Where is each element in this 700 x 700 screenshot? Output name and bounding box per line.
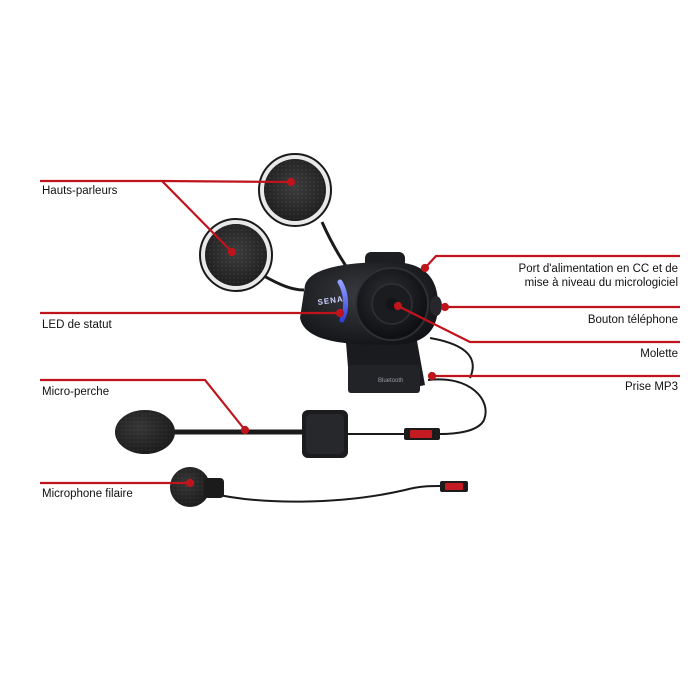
label-speakers: Hauts-parleurs (42, 185, 118, 197)
label-boom-mic: Micro-perche (42, 386, 110, 398)
label-jog-dial: Molette (640, 348, 678, 360)
label-wired-mic: Microphone filaire (42, 488, 133, 500)
brand-logo: SENA (317, 294, 344, 307)
callout-line-dc-port (424, 254, 680, 269)
cables (209, 337, 487, 503)
label-dc-port-line1: Port d'alimentation en CC et de (518, 263, 678, 275)
callout-line-boom-mic (40, 378, 246, 431)
boom-connector (404, 428, 440, 440)
speaker-bottom (199, 218, 305, 292)
callout-line-speakers-2 (161, 179, 292, 184)
wired-mic-connector (440, 481, 468, 492)
label-mp3-jack: Prise MP3 (624, 381, 678, 393)
boom-microphone (115, 410, 348, 458)
label-dc-port-line2: mise à niveau du micrologiciel (524, 277, 678, 289)
speaker-top (258, 153, 354, 276)
callout-lines (40, 177, 680, 488)
wired-microphone (170, 467, 224, 507)
callout-line-jog-dial (397, 305, 680, 344)
label-dc-port: Port d'alimentation en CC et de mise à n… (519, 262, 678, 290)
label-status-led: LED de statut (42, 319, 112, 331)
label-phone-button: Bouton téléphone (587, 314, 678, 326)
headset-main-unit (300, 252, 442, 393)
bluetooth-label: Bluetooth (378, 378, 403, 384)
